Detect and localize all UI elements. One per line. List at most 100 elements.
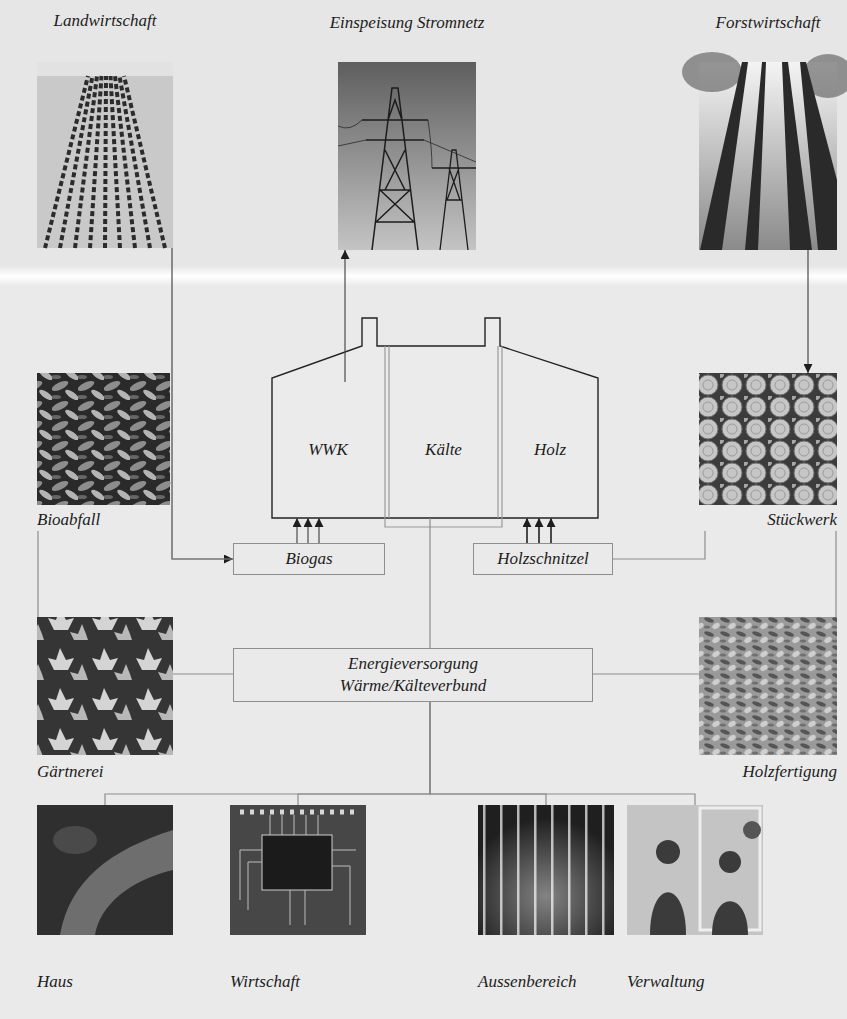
plants-photo <box>37 617 173 755</box>
pylon-photo <box>338 62 476 250</box>
background-band <box>0 266 847 286</box>
connector <box>173 674 233 675</box>
trees-photo <box>478 805 614 935</box>
background-band <box>0 286 847 1019</box>
photo-caption: Haus <box>37 971 73 993</box>
connector-line <box>613 531 705 559</box>
photo-frame <box>627 805 763 935</box>
logs-photo <box>699 373 837 505</box>
trees-photo <box>478 805 614 935</box>
connector-line <box>37 531 38 617</box>
connector-line <box>296 518 297 543</box>
connector-line <box>538 518 540 543</box>
connector-line <box>298 702 430 805</box>
photo-tile: Verwaltung <box>627 805 763 993</box>
photo-frame <box>699 617 837 755</box>
background-band <box>0 0 847 266</box>
photo-tile: Landwirtschaft <box>37 10 173 248</box>
photo-frame <box>37 373 170 505</box>
forest-photo <box>800 62 837 250</box>
circuit-photo <box>230 805 366 935</box>
connector-line <box>344 250 345 382</box>
connector-line <box>105 702 430 805</box>
plant-building <box>385 518 502 527</box>
circuit-photo <box>240 815 356 925</box>
box-label: Kälte <box>425 439 462 461</box>
box-label: Holz <box>534 439 566 461</box>
photo-frame <box>37 805 173 935</box>
forest-photo <box>682 52 742 92</box>
office-photo <box>627 805 763 935</box>
connector-line <box>318 518 319 543</box>
box-label: Energieversorgung Wärme/Kälteverbund <box>323 653 503 697</box>
connector <box>836 531 837 617</box>
office-photo <box>650 892 686 935</box>
connector-line <box>593 673 699 674</box>
field-photo <box>37 62 173 248</box>
connector-line <box>835 531 836 617</box>
photo-caption: Stückwerk <box>767 509 837 531</box>
photo-tile: Forstwirtschaft <box>699 12 837 250</box>
building-section: WWK <box>273 382 383 518</box>
house-photo <box>53 826 97 854</box>
connector <box>297 518 319 543</box>
pylon-photo <box>432 150 476 250</box>
photo-frame <box>37 62 173 248</box>
photo-caption: Einspeisung Stromnetz <box>330 12 485 34</box>
forest-photo <box>745 62 766 250</box>
plant-building <box>385 346 502 518</box>
woodchips-photo <box>699 617 837 755</box>
connector-line <box>526 518 528 543</box>
pylon-photo <box>338 120 476 168</box>
photo-caption: Holzfertigung <box>743 761 837 783</box>
photo-tile: Stückwerk <box>699 373 837 531</box>
office-photo <box>719 851 741 873</box>
office-photo <box>743 821 761 839</box>
connector <box>430 702 546 805</box>
office-photo <box>627 805 763 935</box>
photo-tile: Aussenbereich <box>478 805 614 993</box>
process-box: Biogas <box>233 543 385 575</box>
photo-frame <box>230 805 366 935</box>
field-photo <box>60 76 93 248</box>
office-photo <box>712 901 748 935</box>
photo-tile: Haus <box>37 805 173 993</box>
connector <box>345 250 346 382</box>
photo-caption: Gärtnerei <box>37 761 103 783</box>
connector <box>430 702 695 805</box>
connector <box>593 674 699 675</box>
trees-photo <box>478 805 614 935</box>
connector <box>298 702 430 805</box>
connector <box>527 518 551 543</box>
circuit-photo <box>240 810 356 815</box>
box-label: Biogas <box>285 548 332 570</box>
connector-line <box>807 250 808 373</box>
photo-tile: Wirtschaft <box>230 805 366 993</box>
house-photo <box>37 805 173 935</box>
circuit-photo <box>230 805 366 935</box>
connector-line <box>550 518 552 543</box>
building-section: Kälte <box>390 382 497 518</box>
connector <box>172 248 233 559</box>
circuit-photo <box>262 835 332 890</box>
photo-tile: Gärtnerei <box>37 617 173 783</box>
connector-line <box>173 673 233 674</box>
house-photo <box>37 805 173 935</box>
photo-caption: Verwaltung <box>627 971 704 993</box>
pylon-photo <box>362 88 428 250</box>
box-label: Holzschnitzel <box>497 548 589 570</box>
photo-caption: Wirtschaft <box>230 971 300 993</box>
leaves-photo <box>37 373 170 505</box>
process-box: Holzschnitzel <box>473 543 613 575</box>
photo-tile: Bioabfall <box>37 373 170 531</box>
office-photo <box>656 840 680 864</box>
connector-group <box>38 248 836 805</box>
field-photo <box>124 76 165 248</box>
connector-line <box>429 518 430 648</box>
connector-line <box>307 518 308 543</box>
box-label: WWK <box>308 439 348 461</box>
